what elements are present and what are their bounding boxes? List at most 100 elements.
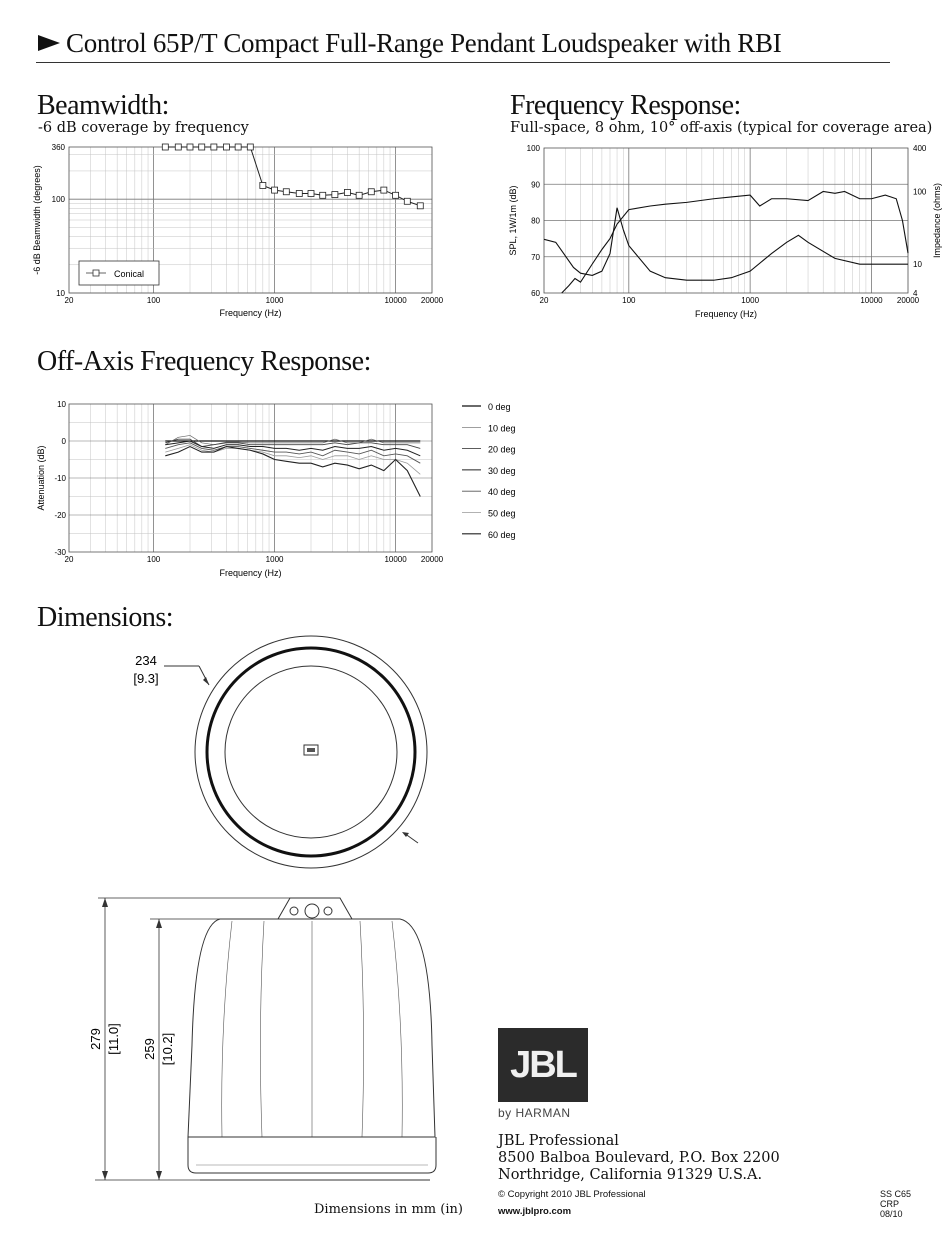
x-tick-label: 10000 bbox=[384, 555, 407, 564]
dimension-drawing: 234 [9.3] 279 [11.0] 259 [10.2] bbox=[88, 635, 437, 1181]
y2-tick-label: 4 bbox=[913, 289, 918, 298]
x-axis-label: Frequency (Hz) bbox=[695, 309, 757, 319]
y-tick-label: 70 bbox=[531, 253, 540, 262]
dimensions-caption: Dimensions in mm (in) bbox=[314, 1202, 463, 1217]
address-line-1: 8500 Balboa Boulevard, P.O. Box 2200 bbox=[498, 1150, 780, 1166]
y2-tick-label: 400 bbox=[913, 144, 927, 153]
frequency-response-subheading: Full-space, 8 ohm, 10° off-axis (typical… bbox=[510, 120, 933, 136]
height-body-mm-label: 259 bbox=[142, 1038, 157, 1060]
data-point-marker bbox=[295, 190, 303, 197]
y-tick-label: 10 bbox=[56, 289, 65, 298]
legend-label: 0 deg bbox=[488, 402, 511, 412]
data-point-marker bbox=[259, 182, 267, 189]
data-point-marker bbox=[161, 143, 169, 151]
data-point-marker bbox=[355, 191, 363, 199]
y-axis-label: SPL, 1W/1m (dB) bbox=[508, 185, 518, 255]
data-point-marker bbox=[271, 186, 278, 194]
off-axis-heading: Off-Axis Frequency Response: bbox=[37, 346, 371, 377]
series-line-40-deg bbox=[165, 442, 421, 464]
data-point-marker bbox=[282, 188, 290, 196]
title-rule bbox=[36, 62, 890, 63]
data-point-marker bbox=[331, 191, 339, 198]
legend-label: Conical bbox=[114, 269, 144, 279]
doc-code-1: SS C65 bbox=[880, 1189, 912, 1199]
beamwidth-subheading: -6 dB coverage by frequency bbox=[38, 120, 249, 136]
doc-code: SS C65 CRP 08/10 bbox=[880, 1189, 911, 1219]
legend-label: 20 deg bbox=[488, 445, 516, 455]
copyright-text: © Copyright 2010 JBL Professional bbox=[498, 1189, 646, 1200]
data-point-marker bbox=[307, 190, 315, 197]
y-tick-label: 100 bbox=[52, 195, 66, 204]
doc-code-2: CRP bbox=[880, 1199, 900, 1209]
y-axis-label: -6 dB Beamwidth (degrees) bbox=[32, 165, 42, 275]
series-line-spl bbox=[561, 190, 909, 294]
x-tick-label: 20 bbox=[65, 555, 74, 564]
data-point-marker bbox=[319, 191, 327, 199]
data-point-marker bbox=[367, 188, 375, 196]
address-line-2: Northridge, California 91329 U.S.A. bbox=[498, 1167, 763, 1183]
x-tick-label: 20 bbox=[540, 296, 549, 305]
by-harman-label: by HARMAN bbox=[498, 1106, 571, 1120]
jbl-logo-text: JBL bbox=[510, 1044, 578, 1086]
data-point-marker bbox=[234, 143, 242, 151]
x-axis-label: Frequency (Hz) bbox=[219, 568, 281, 578]
doc-code-3: 08/10 bbox=[880, 1209, 903, 1219]
height-total-in-label: [11.0] bbox=[106, 1023, 121, 1055]
data-point-marker bbox=[344, 189, 351, 196]
y-tick-label: 100 bbox=[527, 144, 541, 153]
data-point-marker bbox=[416, 202, 424, 210]
x-tick-label: 20000 bbox=[421, 296, 444, 305]
x-tick-label: 20000 bbox=[897, 296, 920, 305]
x-tick-label: 20 bbox=[65, 296, 74, 305]
data-point-marker bbox=[174, 143, 182, 151]
plot-frame bbox=[68, 403, 433, 553]
dimensions-heading: Dimensions: bbox=[37, 602, 174, 633]
y-tick-label: 80 bbox=[531, 217, 540, 226]
frequency-response-heading: Frequency Response: bbox=[510, 90, 741, 121]
company-name: JBL Professional bbox=[498, 1133, 619, 1149]
diameter-in-label: [9.3] bbox=[133, 671, 158, 686]
data-point-marker bbox=[380, 186, 388, 194]
y-tick-label: -10 bbox=[54, 474, 66, 483]
x-tick-label: 100 bbox=[622, 296, 636, 305]
legend-label: 60 deg bbox=[488, 530, 516, 540]
title-arrow-icon bbox=[38, 35, 60, 51]
series-line-10-deg bbox=[165, 435, 421, 446]
y-tick-label: 10 bbox=[57, 400, 66, 409]
series-line-conical bbox=[165, 146, 421, 207]
x-tick-label: 1000 bbox=[266, 296, 284, 305]
x-tick-label: 1000 bbox=[266, 555, 284, 564]
legend-label: 50 deg bbox=[488, 509, 516, 519]
speaker-side-view bbox=[95, 897, 437, 1181]
website-link[interactable]: www.jblpro.com bbox=[498, 1206, 572, 1217]
y-tick-label: -30 bbox=[54, 548, 66, 557]
legend-label: 30 deg bbox=[488, 466, 516, 476]
y2-tick-label: 100 bbox=[913, 188, 927, 197]
x-axis-label: Frequency (Hz) bbox=[219, 308, 281, 318]
series-line-20-deg bbox=[165, 438, 421, 449]
legend-marker bbox=[92, 269, 100, 277]
series-line-impedance bbox=[543, 207, 908, 281]
y-tick-label: 360 bbox=[52, 143, 66, 152]
x-tick-label: 20000 bbox=[421, 555, 444, 564]
beamwidth-heading: Beamwidth: bbox=[37, 90, 169, 121]
x-tick-label: 100 bbox=[147, 555, 161, 564]
x-tick-label: 10000 bbox=[860, 296, 883, 305]
series-line-30-deg bbox=[165, 440, 421, 457]
y-tick-label: -20 bbox=[54, 511, 66, 520]
y-tick-label: 60 bbox=[531, 289, 540, 298]
series-line-60-deg bbox=[165, 445, 421, 497]
legend-label: 40 deg bbox=[488, 487, 516, 497]
data-point-marker bbox=[392, 191, 399, 199]
data-point-marker bbox=[246, 143, 254, 151]
jbl-logo: JBL bbox=[498, 1028, 588, 1102]
y-axis-label: Attenuation (dB) bbox=[36, 445, 46, 510]
speaker-top-view bbox=[164, 635, 428, 869]
height-total-mm-label: 279 bbox=[88, 1028, 103, 1050]
page-title: Control 65P/T Compact Full-Range Pendant… bbox=[66, 28, 782, 58]
y2-axis-label: Impedance (ohms) bbox=[932, 183, 942, 258]
data-point-marker bbox=[403, 197, 411, 205]
